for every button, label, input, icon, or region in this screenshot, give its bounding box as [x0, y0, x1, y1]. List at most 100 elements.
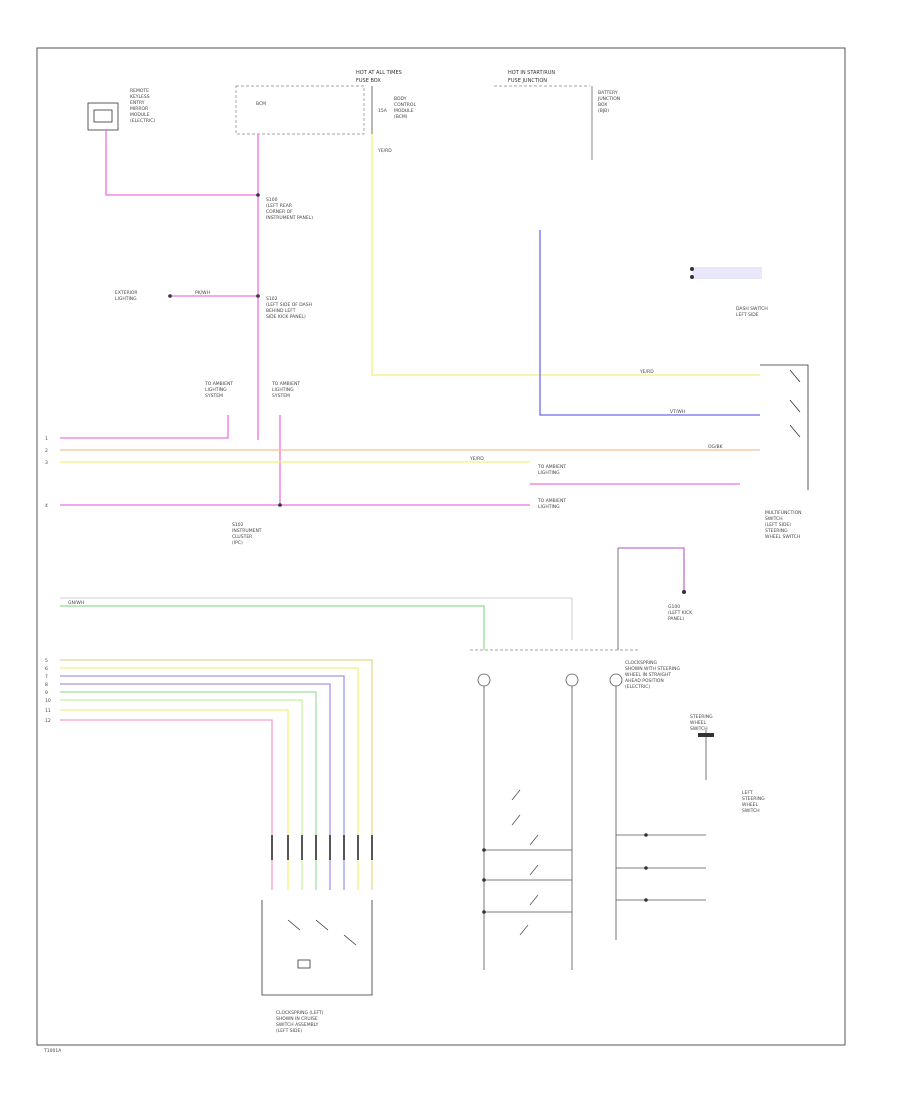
svg-text:(BCM): (BCM) — [394, 114, 408, 120]
svg-text:SWITCH: SWITCH — [742, 808, 760, 814]
to-ambient-2-label: TO AMBIENT LIGHTING SYSTEM — [271, 381, 300, 399]
svg-text:WHEEL: WHEEL — [690, 720, 707, 726]
steering-switch-block — [698, 733, 714, 737]
svg-text:BODY: BODY — [394, 96, 407, 102]
svg-text:CLOCKSPRING: CLOCKSPRING — [625, 660, 658, 666]
battery-desc: BATTERY JUNCTION BOX (BJB) — [597, 90, 620, 114]
ground-dot — [682, 590, 686, 594]
svg-text:LIGHTING: LIGHTING — [205, 387, 227, 393]
exterior-lights-dot — [168, 294, 172, 298]
right-side-rows — [616, 834, 706, 901]
svg-text:(LEFT SIDE): (LEFT SIDE) — [276, 1028, 302, 1034]
svg-text:(LEFT SIDE): (LEFT SIDE) — [765, 522, 791, 528]
svg-text:TO AMBIENT: TO AMBIENT — [537, 464, 566, 470]
svg-text:MIRROR: MIRROR — [130, 106, 148, 112]
svg-text:REMOTE: REMOTE — [130, 88, 149, 94]
switch-contacts — [484, 789, 572, 936]
svg-text:10: 10 — [45, 698, 51, 704]
to-ambient-3-label: TO AMBIENT LIGHTING — [537, 464, 566, 476]
svg-text:PANEL): PANEL) — [668, 616, 684, 622]
fuse-box-inner-label: BCM — [256, 101, 266, 107]
svg-text:11: 11 — [45, 708, 51, 714]
svg-text:BEHIND LEFT: BEHIND LEFT — [266, 308, 296, 314]
svg-text:INSTRUMENT: INSTRUMENT — [232, 528, 262, 534]
svg-text:5: 5 — [45, 658, 48, 664]
svg-text:LEFT: LEFT — [742, 790, 753, 796]
svg-text:2: 2 — [45, 448, 48, 454]
dash-switch-dot-2 — [690, 275, 694, 279]
clockspring-coils — [477, 673, 623, 687]
svg-text:STEERING: STEERING — [742, 796, 765, 802]
dash-switch-dot-1 — [690, 267, 694, 271]
right-panel-label: MULTIFUNCTION SWITCH (LEFT SIDE) STEERIN… — [765, 510, 802, 540]
wire-harness-yellow — [60, 667, 359, 890]
left-pin-labels: 1 2 3 4 — [45, 436, 48, 509]
svg-text:DASH SWITCH: DASH SWITCH — [736, 306, 768, 312]
blue-label: VT/WH — [670, 409, 685, 415]
svg-text:KEYLESS: KEYLESS — [130, 94, 150, 100]
wire-blue-main — [539, 230, 760, 416]
instrument-cluster-dot — [278, 503, 282, 507]
mirror-module-label: REMOTE KEYLESS ENTRY MIRROR MODULE (ELEC… — [130, 88, 155, 124]
harness-connector — [271, 835, 373, 860]
splice-1-dot — [256, 193, 260, 197]
svg-text:TO AMBIENT: TO AMBIENT — [271, 381, 300, 387]
dash-switch-wires — [692, 267, 762, 279]
svg-text:(LEFT REAR: (LEFT REAR — [266, 203, 292, 209]
dash-switch-label: DASH SWITCH LEFT SIDE — [736, 306, 768, 318]
svg-text:WHEEL SWITCH: WHEEL SWITCH — [765, 534, 800, 540]
wire-pink-left — [60, 415, 229, 439]
yellow-label: YE/RD — [377, 148, 392, 154]
svg-text:MODULE: MODULE — [130, 112, 150, 118]
svg-text:12: 12 — [45, 718, 51, 724]
svg-text:BOX: BOX — [598, 102, 607, 108]
fuse-box-desc: BODY CONTROL MODULE (BCM) — [394, 96, 416, 120]
svg-text:JUNCTION: JUNCTION — [597, 96, 620, 102]
splice-2-dot — [256, 294, 260, 298]
orange-label: OG/BK — [708, 444, 724, 450]
green-top-label: GN/WH — [68, 600, 84, 606]
svg-text:STEERING: STEERING — [690, 714, 713, 720]
right-switch-contacts — [789, 369, 801, 438]
svg-text:SWITCH: SWITCH — [765, 516, 783, 522]
svg-text:LIGHTING: LIGHTING — [272, 387, 294, 393]
yellow-right-label: YE/RD — [639, 369, 654, 375]
svg-text:S102: S102 — [232, 522, 244, 528]
bottom-module-inner — [287, 919, 357, 969]
wire-harness-yellow2 — [60, 709, 289, 890]
svg-text:(LEFT KICK: (LEFT KICK — [668, 610, 693, 616]
svg-text:(LEFT SIDE OF DASH: (LEFT SIDE OF DASH — [266, 302, 312, 308]
svg-text:S100: S100 — [266, 197, 278, 203]
wire-harness-blue — [60, 675, 345, 890]
instrument-cluster-label: S102 INSTRUMENT CLUSTER (IPC) — [232, 522, 262, 546]
svg-text:INSTRUMENT PANEL): INSTRUMENT PANEL) — [266, 215, 313, 221]
to-ambient-4-label: TO AMBIENT LIGHTING — [537, 498, 566, 510]
svg-text:LEFT SIDE: LEFT SIDE — [736, 312, 759, 318]
wire-yellow-bcm — [371, 134, 760, 376]
svg-text:(IPC): (IPC) — [232, 540, 243, 546]
switch-bus-lines — [483, 686, 707, 970]
svg-text:SYSTEM: SYSTEM — [272, 393, 290, 399]
svg-text:SWITCH: SWITCH — [690, 726, 708, 732]
right-side-dots — [482, 833, 648, 914]
right-switch-box — [760, 364, 809, 490]
fuse-box-sub-label: FUSE BOX — [356, 78, 381, 84]
svg-text:WHEEL IN STRAIGHT: WHEEL IN STRAIGHT — [625, 672, 671, 678]
svg-text:LIGHTING: LIGHTING — [538, 470, 560, 476]
svg-text:4: 4 — [45, 503, 48, 509]
svg-text:SHOWN WITH STEERING: SHOWN WITH STEERING — [625, 666, 680, 672]
mirror-module-icon — [93, 109, 113, 123]
svg-text:SWITCH ASSEMBLY: SWITCH ASSEMBLY — [276, 1022, 319, 1028]
wire-harness-green — [60, 691, 317, 890]
wire-gray-top — [60, 597, 573, 640]
wire-pink-mirror — [105, 130, 258, 196]
svg-text:(ELECTRIC): (ELECTRIC) — [130, 118, 155, 124]
clockspring-label: CLOCKSPRING SHOWN WITH STEERING WHEEL IN… — [625, 660, 680, 690]
mirror-module-box — [87, 102, 119, 131]
svg-text:G100: G100 — [668, 604, 680, 610]
fuse-label: 15A — [378, 108, 388, 114]
svg-text:S102: S102 — [266, 296, 278, 302]
svg-text:ENTRY: ENTRY — [130, 100, 145, 106]
wire-harness-tan — [60, 659, 373, 890]
svg-text:8: 8 — [45, 682, 48, 688]
